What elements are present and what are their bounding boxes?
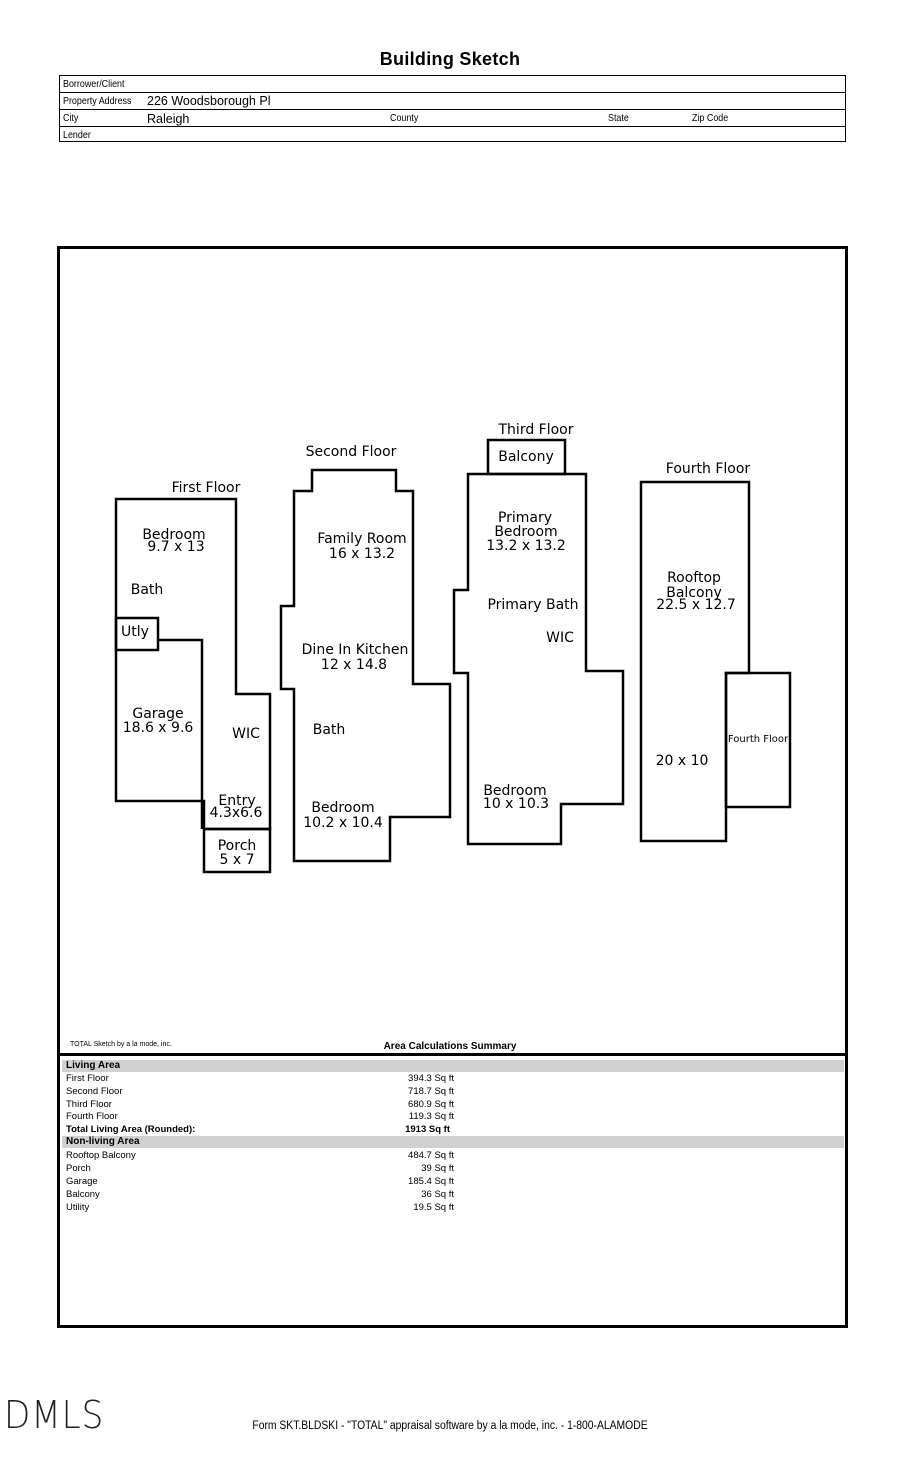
summary-row-name: Rooftop Balcony (66, 1150, 136, 1161)
summary-row-value: 718.7 Sq ft (408, 1086, 454, 1097)
rooftop-balcony-outline (639, 480, 751, 843)
summary-row-value: 680.9 Sq ft (408, 1099, 454, 1110)
sf-bedroom-dim: 10.2 x 10.4 (303, 815, 383, 831)
summary-row-name: Fourth Floor (66, 1111, 118, 1122)
lender-label: Lender (63, 129, 91, 141)
total-living-row: Total Living Area (Rounded): 1913 Sq ft (66, 1123, 466, 1136)
summary-row: Third Floor 680.9 Sq ft (66, 1098, 466, 1111)
ff-garage-dim: 18.6 x 9.6 (123, 720, 194, 736)
second-floor-outline (279, 468, 452, 863)
porch-outline (202, 827, 272, 874)
ff-entry-label: Entry (218, 793, 255, 809)
property-info-table: Borrower/Client Property Address 226 Woo… (59, 75, 846, 142)
summary-row: Rooftop Balcony 484.7 Sq ft (66, 1149, 466, 1162)
ff-wic-label: WIC (232, 726, 260, 742)
summary-row-value: 185.4 Sq ft (408, 1176, 454, 1187)
sf-kitchen-dim: 12 x 14.8 (321, 657, 387, 673)
summary-row-value: 484.7 Sq ft (408, 1150, 454, 1161)
city-label: City (63, 112, 79, 124)
tf-primary-bath-label: Primary Bath (487, 597, 578, 613)
address-label: Property Address (63, 95, 132, 107)
form-footer: Form SKT.BLDSKI - "TOTAL" appraisal soft… (252, 1420, 648, 1432)
summary-row-name: Balcony (66, 1189, 100, 1200)
summary-row: Porch 39 Sq ft (66, 1162, 466, 1175)
page-title: Building Sketch (379, 49, 521, 69)
fourth-floor-room-outline (724, 671, 792, 809)
sf-family-dim: 16 x 13.2 (329, 546, 395, 562)
tf-bedroom-label: Bedroom (483, 783, 546, 799)
fo-rooftop-label-2: Balcony (666, 585, 722, 601)
sf-bedroom-label: Bedroom (311, 800, 374, 816)
sf-bath-label: Bath (313, 722, 346, 738)
tf-primary-dim: 13.2 x 13.2 (486, 538, 566, 554)
ff-porch-label: Porch (218, 838, 257, 854)
total-living-value: 1913 Sq ft (405, 1124, 450, 1135)
summary-row: Balcony 36 Sq ft (66, 1188, 466, 1201)
first-floor-title: First Floor (172, 480, 241, 496)
dmls-logo: DMLS (4, 1393, 105, 1437)
borrower-label: Borrower/Client (63, 78, 125, 90)
summary-row-name: First Floor (66, 1073, 109, 1084)
summary-row: Utility 19.5 Sq ft (66, 1201, 466, 1214)
address-value: 226 Woodsborough Pl (147, 94, 271, 108)
summary-row: Fourth Floor 119.3 Sq ft (66, 1110, 466, 1123)
sketch-frame (57, 246, 848, 1328)
nonliving-area-heading: Non-living Area (62, 1136, 844, 1148)
summary-divider (57, 1053, 848, 1056)
sketch-credit: TOTAL Sketch by a la mode, inc. (70, 1041, 172, 1048)
fo-dim-label: 20 x 10 (656, 753, 709, 769)
ff-entry-dim: 4.3x6.6 (210, 805, 263, 821)
ff-bedroom-label: Bedroom (142, 527, 205, 543)
floor-plan-sketch: First Floor Second Floor Third Floor Fou… (114, 422, 792, 874)
lender-row: Lender (60, 127, 845, 144)
ff-utly-label: Utly (121, 624, 149, 640)
tf-primary-label-1: Primary (498, 510, 552, 526)
third-floor-title: Third Floor (498, 422, 574, 438)
summary-row-name: Third Floor (66, 1099, 112, 1110)
fo-rooftop-dim: 22.5 x 12.7 (656, 597, 736, 613)
summary-row: Garage 185.4 Sq ft (66, 1175, 466, 1188)
summary-row-name: Garage (66, 1176, 98, 1187)
borrower-row: Borrower/Client (60, 76, 845, 93)
summary-title: Area Calculations Summary (383, 1041, 517, 1052)
tf-wic-label: WIC (546, 630, 574, 646)
second-floor-title: Second Floor (306, 444, 397, 460)
utility-room (114, 616, 160, 652)
tf-primary-label-2: Bedroom (494, 524, 557, 540)
summary-row-name: Second Floor (66, 1086, 123, 1097)
ff-garage-label: Garage (132, 706, 183, 722)
fourth-floor-title: Fourth Floor (666, 461, 751, 477)
tf-bedroom-dim: 10 x 10.3 (483, 796, 549, 812)
ff-bath-label: Bath (131, 582, 164, 598)
summary-row-value: 119.3 Sq ft (408, 1111, 454, 1122)
state-label: State (608, 112, 629, 124)
city-value: Raleigh (147, 112, 190, 126)
summary-row-name: Porch (66, 1163, 91, 1174)
ff-porch-dim: 5 x 7 (220, 852, 255, 868)
living-area-heading: Living Area (62, 1060, 844, 1072)
summary-row-value: 36 Sq ft (421, 1189, 454, 1200)
garage-wall (158, 638, 204, 829)
summary-row: First Floor 394.3 Sq ft (66, 1072, 466, 1085)
summary-row-name: Utility (66, 1202, 90, 1213)
third-floor-outline (452, 472, 625, 846)
city-row: City Raleigh County State Zip Code (60, 110, 845, 127)
fo-small-room-label: Fourth Floor (728, 734, 789, 745)
summary-row: Second Floor 718.7 Sq ft (66, 1085, 466, 1098)
summary-row-value: 39 Sq ft (421, 1163, 454, 1174)
fo-rooftop-label-1: Rooftop (667, 570, 721, 586)
county-label: County (390, 112, 419, 124)
summary-row-value: 394.3 Sq ft (408, 1073, 454, 1084)
sf-family-label: Family Room (317, 531, 406, 547)
tf-balcony-label: Balcony (498, 449, 554, 465)
zip-label: Zip Code (692, 112, 729, 124)
address-row: Property Address 226 Woodsborough Pl (60, 93, 845, 110)
summary-row-value: 19.5 Sq ft (413, 1202, 454, 1213)
ff-bedroom-dim: 9.7 x 13 (147, 539, 204, 555)
sf-kitchen-label: Dine In Kitchen (302, 642, 409, 658)
total-living-label: Total Living Area (Rounded): (66, 1124, 196, 1135)
